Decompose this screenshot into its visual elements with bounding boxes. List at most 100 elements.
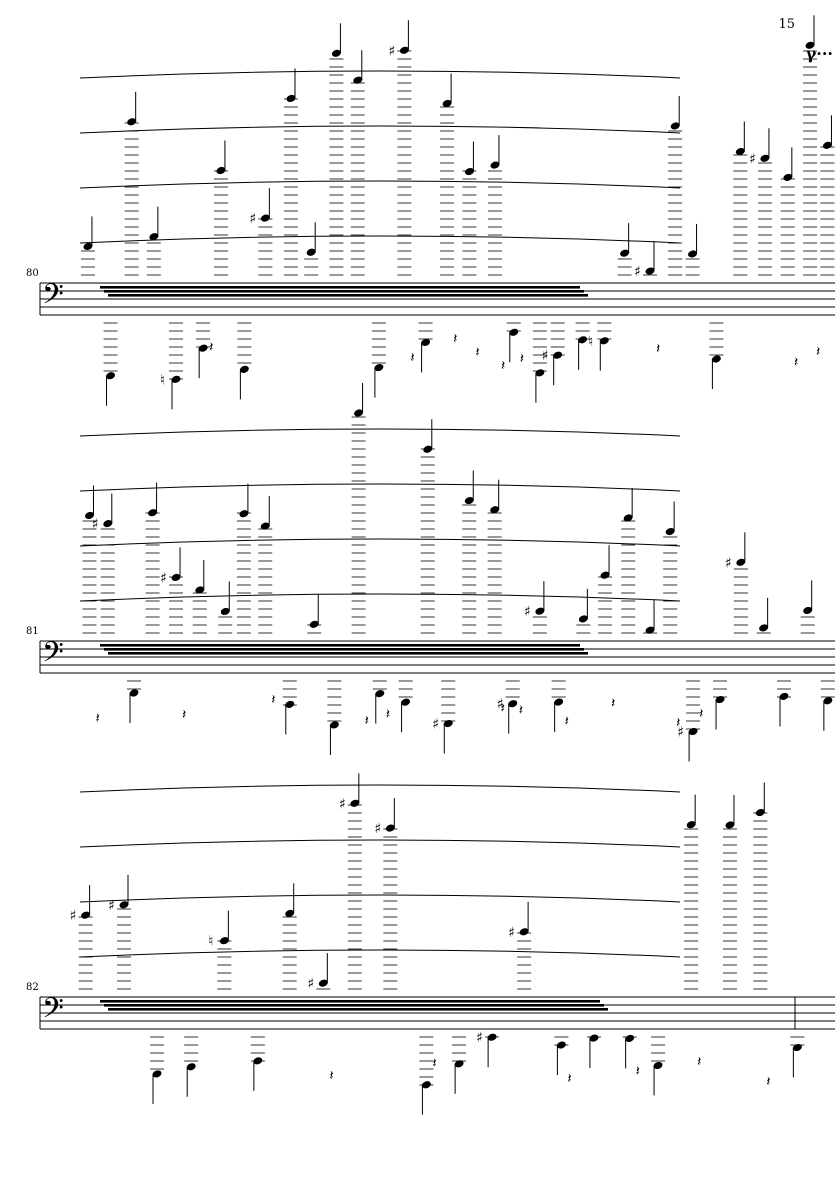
bass-clef-icon: 𝄢 <box>42 992 64 1032</box>
notehead <box>331 49 341 57</box>
corner-rest-mark: γ··· <box>805 44 833 63</box>
tie-curve <box>79 949 681 958</box>
notehead <box>686 821 696 829</box>
quarter-rest-icon: 𝄽 <box>656 341 660 357</box>
notehead <box>688 727 698 736</box>
quarter-rest-icon: 𝄽 <box>567 1071 571 1087</box>
tie-curve <box>79 125 681 134</box>
tie-curve <box>79 538 681 547</box>
notehead <box>535 607 545 615</box>
notehead <box>509 328 519 336</box>
quarter-rest-icon: 𝄽 <box>636 1063 640 1079</box>
beam <box>100 1000 600 1003</box>
notehead <box>186 1063 196 1071</box>
quarter-rest-icon: 𝄽 <box>501 358 505 374</box>
notehead <box>103 520 113 528</box>
notehead <box>645 267 655 275</box>
notehead <box>783 173 793 181</box>
sharp-icon: ♯ <box>508 925 515 941</box>
quarter-rest-icon: 𝄽 <box>520 351 524 367</box>
quarter-rest-icon: 𝄽 <box>475 345 479 361</box>
notehead <box>253 1057 263 1065</box>
notehead <box>670 122 680 130</box>
notehead <box>535 369 545 377</box>
notehead <box>803 606 813 615</box>
page-number: 15 <box>778 17 795 32</box>
quarter-rest-icon: 𝄽 <box>96 711 100 727</box>
notehead <box>600 571 610 579</box>
notehead <box>711 355 721 363</box>
tie-curve <box>79 784 681 793</box>
beam <box>104 648 584 651</box>
notehead <box>665 527 675 536</box>
notehead <box>350 799 360 807</box>
notehead <box>285 909 295 917</box>
notehead <box>623 514 633 522</box>
notehead <box>620 249 630 257</box>
staff-system-81: 𝄢𝄽♯♯𝄽𝄽𝄽𝄽♯𝄽♯𝄽♯𝄽𝄽𝄽♯𝄽♯ <box>39 382 835 762</box>
quarter-rest-icon: 𝄽 <box>697 1054 701 1070</box>
notehead <box>599 337 609 345</box>
sharp-icon: ♯ <box>725 555 732 571</box>
notehead <box>83 242 93 251</box>
notehead <box>309 620 319 628</box>
notehead <box>442 99 452 107</box>
notehead <box>239 365 249 373</box>
quarter-rest-icon: 𝄽 <box>386 707 390 723</box>
notehead <box>85 511 94 520</box>
sharp-icon: ♯ <box>339 796 346 812</box>
notehead <box>556 1041 566 1049</box>
sharp-icon: ♯ <box>524 604 531 620</box>
notehead <box>106 372 115 380</box>
notehead <box>329 721 339 729</box>
notehead <box>129 689 139 697</box>
beam <box>108 1008 608 1011</box>
notehead <box>554 698 564 706</box>
sharp-icon: ♯ <box>497 697 504 713</box>
sharp-icon: ♯ <box>374 821 381 837</box>
notehead <box>553 351 563 359</box>
sharp-icon: ♯ <box>108 898 115 914</box>
notehead <box>688 250 698 258</box>
notehead <box>645 626 655 634</box>
notehead <box>401 698 411 706</box>
notehead <box>487 1033 497 1041</box>
notehead <box>195 586 205 594</box>
notehead <box>755 808 765 817</box>
notehead <box>216 166 226 175</box>
notehead <box>822 141 832 149</box>
notehead <box>653 1061 663 1070</box>
sharp-icon: ♯ <box>542 348 549 364</box>
notehead <box>736 558 746 566</box>
notehead <box>354 409 364 417</box>
notehead <box>81 911 91 919</box>
quarter-rest-icon: 𝄽 <box>699 706 703 722</box>
sharp-icon: ♯ <box>749 151 756 167</box>
sharp-icon: ♯ <box>476 1030 483 1046</box>
quarter-rest-icon: 𝄽 <box>565 713 569 729</box>
notehead <box>625 1034 635 1042</box>
quarter-rest-icon: 𝄽 <box>209 339 213 355</box>
notehead <box>149 233 159 241</box>
tie-curve <box>79 70 681 79</box>
notehead <box>578 336 588 344</box>
notehead <box>219 937 229 945</box>
notehead <box>589 1034 599 1042</box>
measure-number-80: 80 <box>26 268 39 279</box>
quarter-rest-icon: 𝄽 <box>453 331 457 347</box>
sharp-icon: ♯ <box>160 570 167 586</box>
sharp-icon: ♮ <box>588 334 593 350</box>
sharp-icon: ♮ <box>208 934 213 950</box>
notehead <box>578 615 588 623</box>
notehead <box>260 214 270 222</box>
tie-curve <box>79 483 681 492</box>
beam <box>100 286 580 289</box>
sharp-icon: ♯ <box>70 908 77 924</box>
notehead <box>353 76 363 84</box>
bass-clef-icon: 𝄢 <box>42 278 64 318</box>
beam <box>100 644 580 647</box>
notehead <box>519 928 529 936</box>
notehead <box>454 1060 464 1068</box>
sharp-icon: ♯ <box>307 976 314 992</box>
tie-curve <box>79 593 681 602</box>
